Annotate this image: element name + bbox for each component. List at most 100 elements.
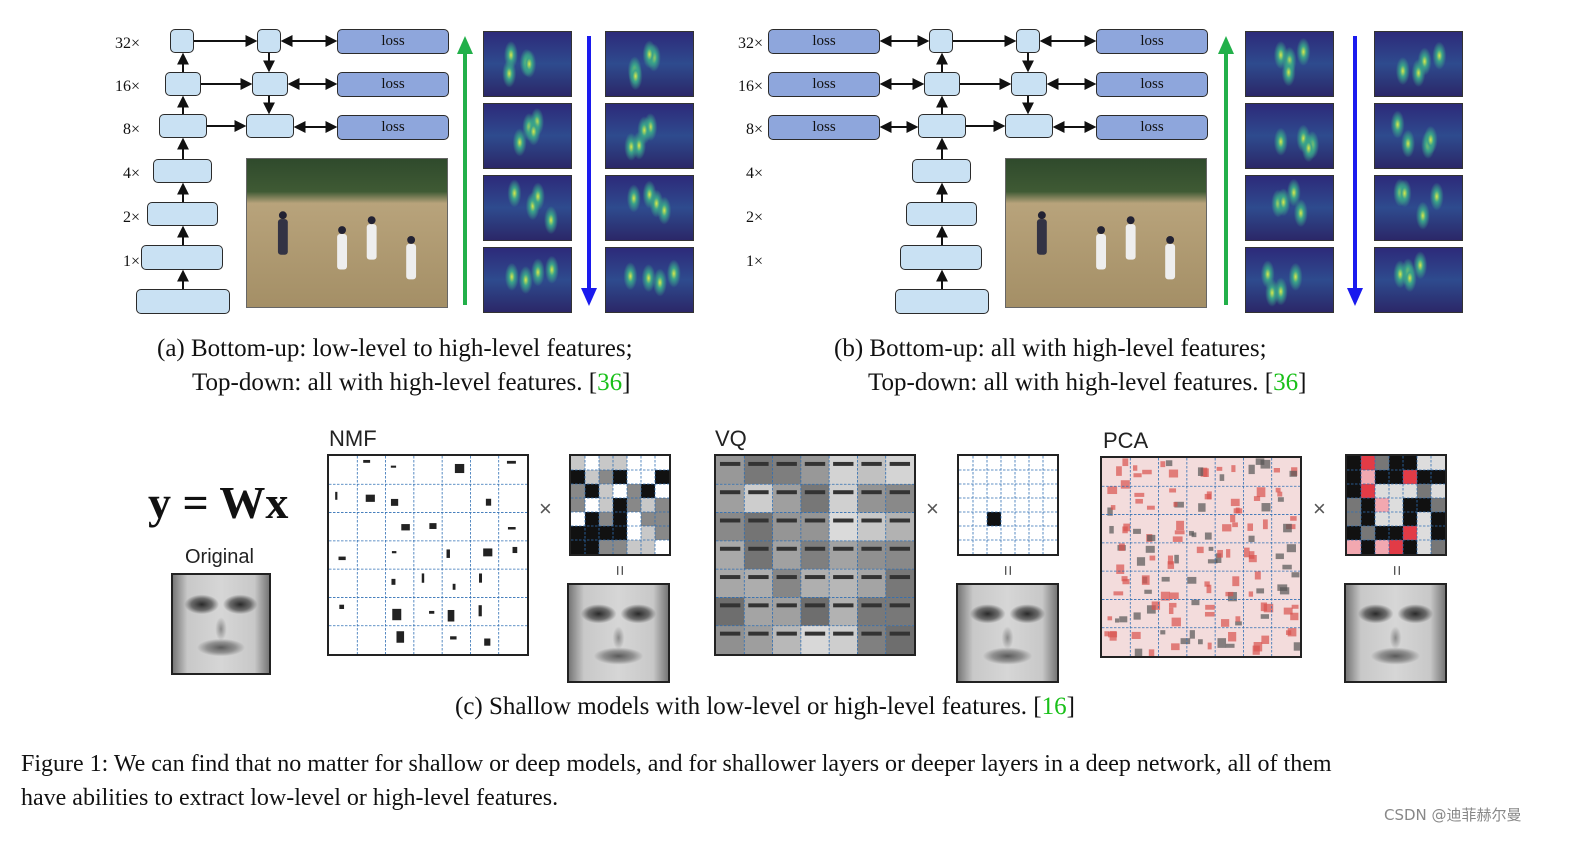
heatmap-image (1245, 247, 1334, 313)
caption-c: (c) Shallow models with low-level or hig… (455, 693, 1075, 720)
scale-label: 2× (745, 209, 763, 226)
caption-a-line1: (a) Bottom-up: low-level to high-level f… (157, 335, 633, 362)
watermark: CSDN @迪菲赫尔曼 (1384, 806, 1522, 824)
pca-basis-grid (1100, 456, 1302, 658)
pca-reconstruction (1344, 583, 1447, 683)
caption-b-line1: (b) Bottom-up: all with high-level featu… (834, 335, 1267, 362)
topdown-node (1005, 114, 1053, 138)
player-figure (406, 235, 417, 280)
scale-label: 8× (745, 121, 763, 138)
citation-link[interactable]: 36 (1273, 369, 1299, 396)
scale-label: 1× (745, 253, 763, 270)
vq-basis-grid (714, 454, 916, 656)
method-label: PCA (1103, 428, 1149, 453)
scale-label: 32× (737, 35, 763, 52)
nmf-coef-grid (569, 454, 671, 556)
top-down-arrow (1347, 36, 1363, 306)
scale-label: 8× (122, 121, 140, 138)
feature-node (900, 245, 982, 270)
dashed-grid (1347, 456, 1445, 554)
citation-link[interactable]: 16 (1041, 693, 1067, 720)
figure-caption-line2: have abilities to extract low-level or h… (21, 785, 559, 811)
vq-coef-grid (957, 454, 1059, 556)
player-figure (366, 216, 377, 260)
input-node (136, 289, 230, 314)
heatmap-image (605, 175, 694, 241)
scale-label: 1× (122, 253, 140, 270)
player-figure (1165, 235, 1176, 280)
feature-node (924, 72, 960, 96)
scale-label: 4× (122, 165, 140, 182)
original-label: Original (185, 546, 254, 568)
coefficient-cells (571, 456, 669, 554)
feature-node (153, 159, 212, 183)
scale-label: 32× (114, 35, 140, 52)
feature-node (929, 29, 953, 53)
heatmap-image (1374, 103, 1463, 169)
heatmap-image (1374, 247, 1463, 313)
equals-symbol: = (997, 565, 1018, 576)
heatmap-image (1245, 31, 1334, 97)
feature-node (165, 72, 201, 96)
citation-link[interactable]: 36 (597, 369, 623, 396)
vq-reconstruction (956, 583, 1059, 683)
topdown-node (1016, 29, 1040, 53)
feature-node (912, 159, 971, 183)
topdown-node (252, 72, 288, 96)
player-figure (337, 226, 347, 270)
loss-node: loss (1096, 29, 1208, 54)
scale-label: 16× (114, 78, 140, 95)
equals-symbol: = (1386, 565, 1407, 576)
pca-coef-grid (1345, 454, 1447, 556)
heatmap-image (483, 31, 572, 97)
loss-node: loss (768, 29, 880, 54)
feature-node (159, 114, 207, 138)
player-figures (1036, 211, 1176, 280)
scale-label: 4× (745, 165, 763, 182)
loss-node: loss (337, 72, 449, 97)
basis-texture (1104, 458, 1300, 656)
heatmap-image (483, 103, 572, 169)
loss-node: loss (337, 115, 449, 140)
arrows-overlay (177, 35, 1363, 306)
topdown-node (1011, 72, 1047, 96)
player-figures (277, 211, 417, 280)
basis-texture (335, 459, 518, 646)
heatmap-image (605, 31, 694, 97)
player-figure (277, 211, 288, 255)
heatmap-image (1245, 103, 1334, 169)
top-down-arrow (581, 36, 597, 306)
nmf-reconstruction (567, 583, 670, 683)
feature-node (147, 202, 218, 226)
dashed-grid (329, 456, 527, 654)
loss-node: loss (337, 29, 449, 54)
dashed-grid (1102, 458, 1300, 656)
coefficient-cells (987, 512, 1001, 526)
heatmap-image (605, 247, 694, 313)
dashed-grid (571, 456, 669, 554)
baseball-photo (246, 158, 448, 308)
loss-node: loss (1096, 72, 1208, 97)
equation: y = Wx (148, 477, 289, 528)
heatmap-image (483, 175, 572, 241)
player-figure (1125, 216, 1136, 260)
basis-texture (716, 456, 914, 654)
player-figure (1096, 226, 1106, 270)
heatmap-image (483, 247, 572, 313)
coefficient-cells (1347, 456, 1445, 554)
loss-node: loss (768, 115, 880, 140)
bottom-up-arrow (1218, 36, 1234, 305)
baseball-photo (1005, 158, 1207, 308)
original-face-image (171, 573, 271, 675)
heatmap-image (605, 103, 694, 169)
loss-node: loss (1096, 115, 1208, 140)
heatmap-image (1245, 175, 1334, 241)
method-label: VQ (715, 426, 747, 451)
loss-node: loss (768, 72, 880, 97)
times-symbol: × (539, 496, 552, 521)
equals-symbol: = (609, 565, 630, 576)
topdown-node (257, 29, 281, 53)
player-figure (1036, 211, 1047, 255)
bottom-up-arrow (457, 36, 473, 305)
scale-label: 2× (122, 209, 140, 226)
